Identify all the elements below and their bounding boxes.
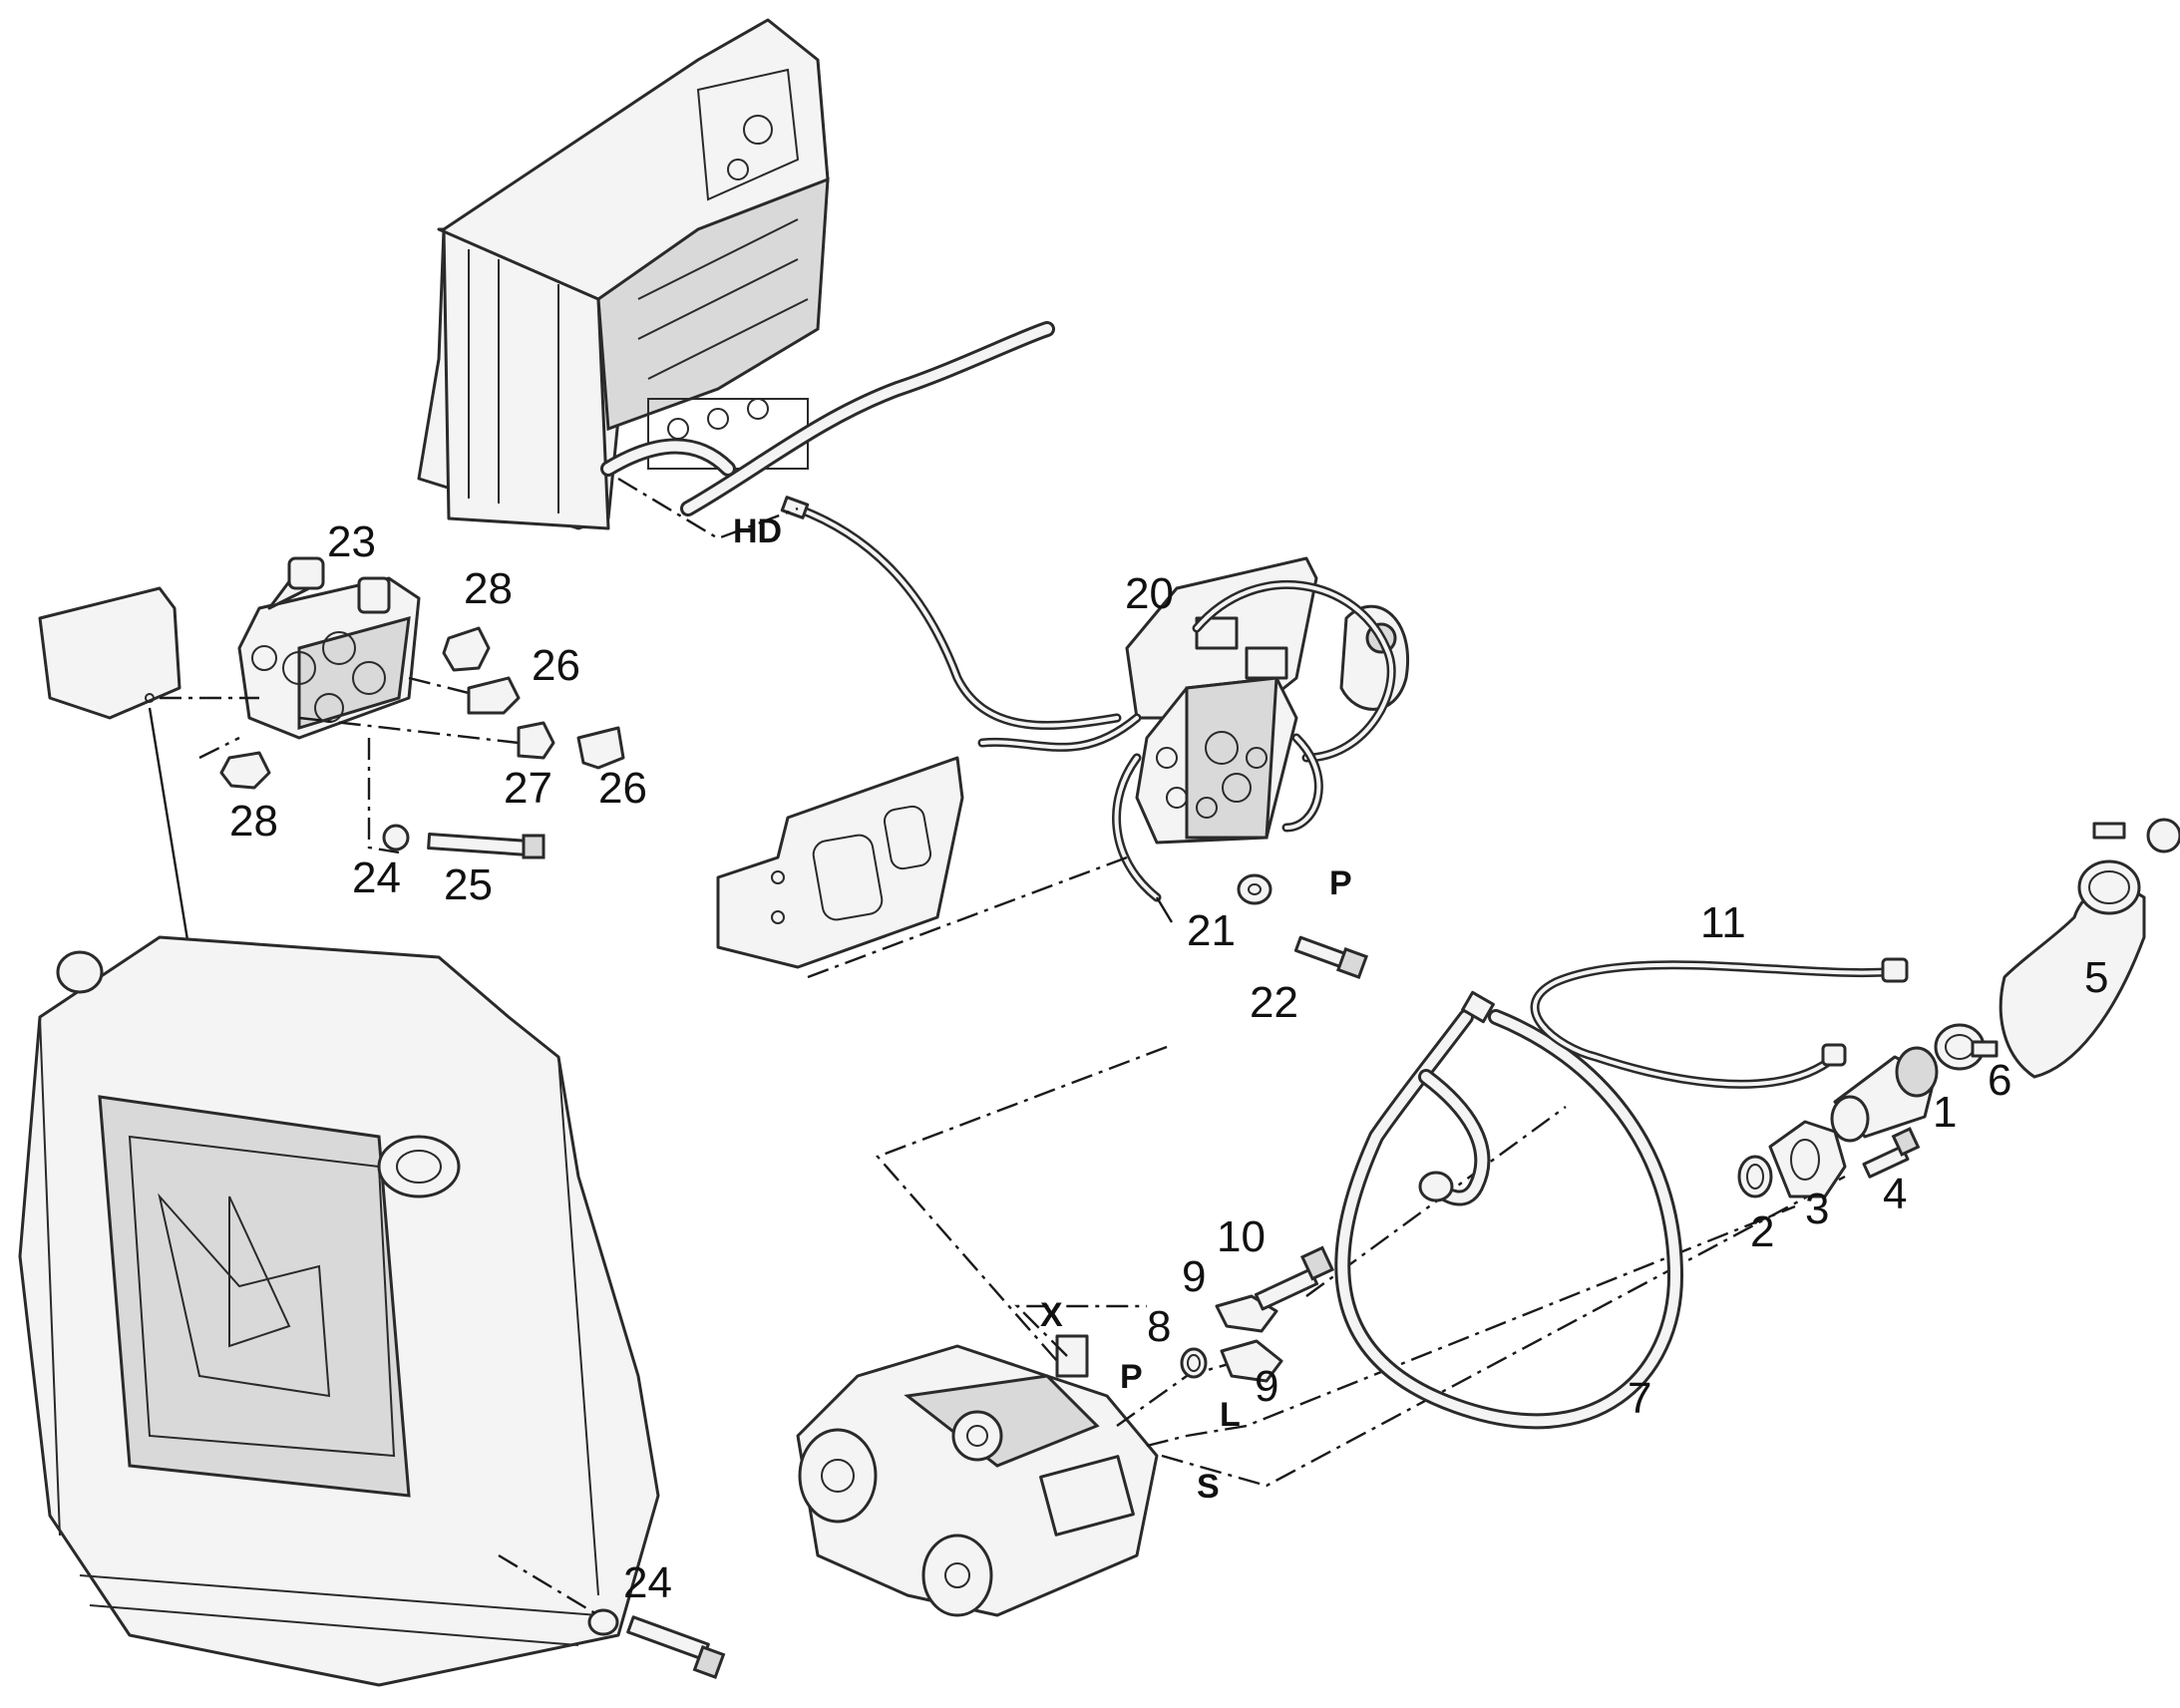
fitting-27 bbox=[517, 721, 555, 760]
o-ring-8 bbox=[1180, 1347, 1208, 1379]
washer-24-lower bbox=[587, 1608, 619, 1636]
callout-26-upper: 26 bbox=[532, 641, 580, 690]
o-ring-2 bbox=[1737, 1155, 1773, 1198]
upper-machine-housing bbox=[417, 18, 830, 530]
port-labels: HD P X P L S bbox=[733, 512, 1352, 1506]
fitting-28-lower bbox=[219, 751, 271, 790]
suction-hose-7 bbox=[1334, 1009, 1684, 1430]
callout-22: 22 bbox=[1250, 978, 1298, 1027]
hose-clamp-top bbox=[2092, 818, 2180, 854]
mounting-bracket-left bbox=[38, 586, 182, 720]
valve-drain-fitting bbox=[1155, 896, 1174, 923]
hose-7-end-fitting bbox=[1461, 990, 1495, 1024]
callout-25: 25 bbox=[444, 860, 493, 909]
bolt-10 bbox=[1254, 1245, 1335, 1311]
hd-hydraulic-hose bbox=[780, 496, 1122, 731]
washer-21 bbox=[1237, 873, 1272, 905]
callout-27: 27 bbox=[504, 764, 552, 813]
callout-28-lower: 28 bbox=[229, 797, 278, 846]
callout-11: 11 bbox=[1700, 898, 1746, 947]
callout-10: 10 bbox=[1217, 1212, 1266, 1261]
valve-block-hoses bbox=[977, 580, 1396, 902]
elbow-26-upper bbox=[467, 676, 521, 715]
rubber-hose-5 bbox=[1998, 859, 2146, 1079]
fitting-28-upper bbox=[442, 626, 491, 672]
plate-leader-line bbox=[807, 855, 1128, 979]
hose-clamp-6 bbox=[1934, 1023, 1998, 1071]
callout-2: 2 bbox=[1750, 1207, 1774, 1256]
bolt-4 bbox=[1862, 1127, 1921, 1179]
callout-labels: 1 2 3 4 5 6 7 8 9 9 10 11 20 21 22 23 24… bbox=[229, 517, 2108, 1607]
port-label-s: S bbox=[1197, 1468, 1220, 1506]
machine-frame bbox=[18, 935, 660, 1687]
callout-1: 1 bbox=[1933, 1088, 1957, 1137]
frame-leader-line bbox=[498, 1553, 599, 1617]
callout-6: 6 bbox=[1988, 1056, 2011, 1105]
port-label-p-pump: P bbox=[1120, 1358, 1143, 1396]
callout-24-upper: 24 bbox=[352, 854, 401, 902]
callout-9-lower: 9 bbox=[1255, 1362, 1278, 1411]
valve-manifold-23 bbox=[237, 556, 421, 740]
washer-24-upper bbox=[382, 824, 410, 852]
bolt-22 bbox=[1293, 935, 1369, 980]
callout-20: 20 bbox=[1125, 569, 1174, 618]
hose-11 bbox=[1530, 957, 1909, 1089]
port-label-p-top: P bbox=[1329, 864, 1352, 902]
bolt-25 bbox=[427, 833, 545, 859]
valve-block-20 bbox=[1125, 556, 1409, 845]
tube-fitting-1 bbox=[1830, 1046, 1939, 1143]
callout-3: 3 bbox=[1805, 1185, 1829, 1233]
upper-machine-pipes bbox=[600, 321, 1055, 516]
callout-26-lower: 26 bbox=[598, 764, 647, 813]
bolt-lower bbox=[626, 1615, 726, 1679]
flange-3 bbox=[1768, 1120, 1847, 1198]
port-label-hd: HD bbox=[733, 512, 782, 550]
mounting-plate bbox=[716, 756, 964, 969]
hydraulic-pump bbox=[796, 1334, 1159, 1617]
callout-24-lower: 24 bbox=[623, 1558, 672, 1607]
callout-9-upper: 9 bbox=[1182, 1252, 1206, 1301]
callout-8: 8 bbox=[1147, 1302, 1171, 1351]
hd-leader-line bbox=[617, 477, 799, 540]
callout-21: 21 bbox=[1187, 906, 1236, 955]
callout-5: 5 bbox=[2084, 953, 2108, 1002]
callout-7: 7 bbox=[1628, 1374, 1651, 1423]
elbow-26-lower bbox=[576, 726, 625, 770]
callout-28-upper: 28 bbox=[464, 564, 513, 613]
port-label-x: X bbox=[1040, 1296, 1063, 1334]
port-label-l: L bbox=[1220, 1396, 1241, 1434]
hose-7-elbow-fitting bbox=[1418, 1069, 1491, 1206]
callout-4: 4 bbox=[1883, 1170, 1907, 1218]
callout-23: 23 bbox=[327, 517, 376, 566]
